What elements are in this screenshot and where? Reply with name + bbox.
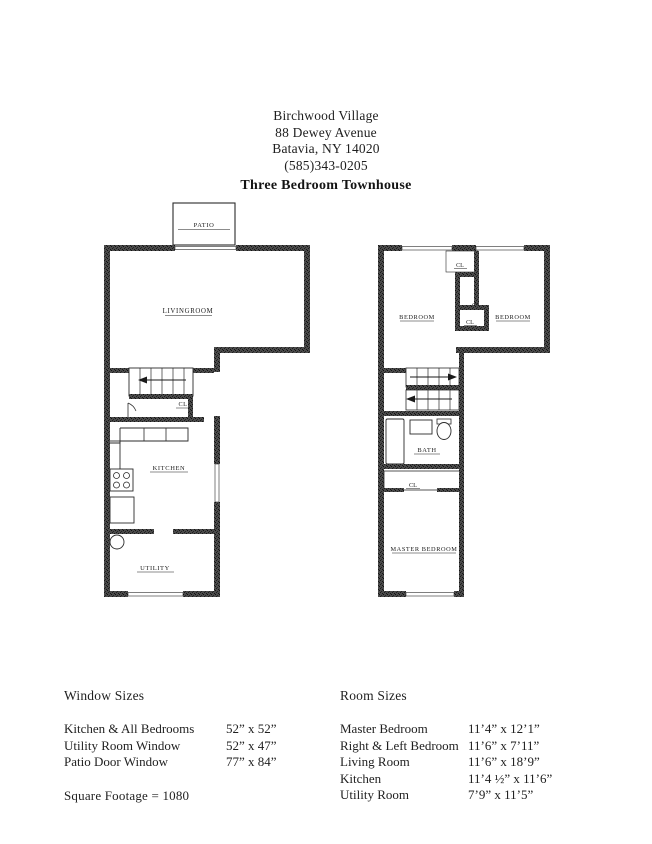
table-row: Kitchen 11’4 ½” x 11’6” xyxy=(340,771,552,788)
table-row: Utility Room 7’9” x 11’5” xyxy=(340,787,552,804)
master-closet: CL xyxy=(383,469,464,492)
room-size-label: Kitchen xyxy=(340,770,382,786)
room-sizes-table: Room Sizes Master Bedroom 11’4” x 12’1” … xyxy=(340,688,552,804)
master-bedroom-room: MASTER BEDROOM xyxy=(390,546,457,554)
table-row: Living Room 11’6” x 18’9” xyxy=(340,754,552,771)
first-floor-closet: CL xyxy=(176,401,190,409)
window-sizes-table: Window Sizes Kitchen & All Bedrooms 52” … xyxy=(64,688,277,804)
right-bedroom-label: BEDROOM xyxy=(495,314,531,321)
kitchen-counters xyxy=(110,427,189,470)
room-size-label: Master Bedroom xyxy=(340,721,428,736)
room-size-value: 11’4” x 12’1” xyxy=(468,721,540,736)
door-swing-first-floor xyxy=(127,402,137,417)
right-bedroom-room: BEDROOM xyxy=(495,314,531,322)
property-address-block: Birchwood Village 88 Dewey Avenue Batavi… xyxy=(0,108,652,174)
room-size-value: 7’9” x 11’5” xyxy=(468,787,534,802)
sink-icon xyxy=(409,419,433,435)
window-size-label: Patio Door Window xyxy=(64,754,168,769)
second-floor-plan: BEDROOM CL CL xyxy=(378,245,550,597)
window-size-label: Kitchen & All Bedrooms xyxy=(64,721,195,736)
table-row: Kitchen & All Bedrooms 52” x 52” xyxy=(64,721,277,738)
left-bedroom-label: BEDROOM xyxy=(399,314,435,321)
square-footage-note: Square Footage = 1080 xyxy=(64,787,190,803)
room-size-value: 11’6” x 18’9” xyxy=(468,754,540,769)
utility-label: UTILITY xyxy=(140,565,170,572)
bath-label: BATH xyxy=(417,447,436,454)
room-size-label: Right & Left Bedroom xyxy=(340,737,459,753)
closet-label: CL xyxy=(179,401,188,408)
second-floor-staircase-lower xyxy=(405,389,460,411)
closet-label-lower: CL xyxy=(466,320,474,326)
first-floor-plan: PATIO LIVINGROO xyxy=(104,202,310,597)
window-size-value: 52” x 47” xyxy=(226,737,277,753)
room-size-value: 11’6” x 7’11” xyxy=(468,737,540,753)
bathroom-fixtures xyxy=(385,418,452,465)
window-size-value: 77” x 84” xyxy=(226,754,277,769)
second-floor-closet-cluster: CL CL CL xyxy=(445,250,489,331)
window-size-value: 52” x 52” xyxy=(226,721,277,736)
property-name: Birchwood Village xyxy=(273,108,379,123)
room-sizes-heading: Room Sizes xyxy=(340,688,407,703)
room-size-label: Living Room xyxy=(340,754,410,769)
patio-room: PATIO xyxy=(172,202,236,246)
kitchen-room: KITCHEN xyxy=(150,465,188,473)
table-row: Patio Door Window 77” x 84” xyxy=(64,754,277,771)
property-city-state-zip: Batavia, NY 14020 xyxy=(272,141,380,156)
kitchen-label: KITCHEN xyxy=(153,465,186,472)
left-bedroom-room: BEDROOM xyxy=(399,314,435,322)
utility-drain-icon xyxy=(109,534,125,550)
refrigerator-appliance xyxy=(109,496,135,524)
closet-label-master: CL xyxy=(409,482,417,489)
property-street: 88 Dewey Avenue xyxy=(275,124,377,140)
stove-appliance xyxy=(109,468,134,492)
property-phone: (585)343-0205 xyxy=(284,157,368,173)
first-floor-staircase xyxy=(128,367,194,397)
room-size-label: Utility Room xyxy=(340,787,409,802)
page-title: Three Bedroom Townhouse xyxy=(240,178,412,193)
master-bedroom-label: MASTER BEDROOM xyxy=(390,546,457,553)
livingroom-label: LIVINGROOM xyxy=(163,308,214,315)
second-floor-staircase-upper xyxy=(405,367,460,388)
table-row: Right & Left Bedroom 11’6” x 7’11” xyxy=(340,738,552,755)
table-row: Master Bedroom 11’4” x 12’1” xyxy=(340,721,552,738)
window-sizes-heading: Window Sizes xyxy=(64,688,145,703)
room-size-value: 11’4 ½” x 11’6” xyxy=(468,770,553,786)
patio-label: PATIO xyxy=(194,222,215,229)
bathroom-room: BATH xyxy=(414,447,440,455)
utility-room: UTILITY xyxy=(137,565,174,573)
bathtub-icon xyxy=(385,418,405,465)
toilet-icon xyxy=(436,422,452,440)
livingroom-room: LIVINGROOM xyxy=(163,308,214,316)
table-row: Utility Room Window 52” x 47” xyxy=(64,738,277,755)
closet-label-upper: CL xyxy=(456,263,464,269)
window-size-label: Utility Room Window xyxy=(64,737,181,753)
